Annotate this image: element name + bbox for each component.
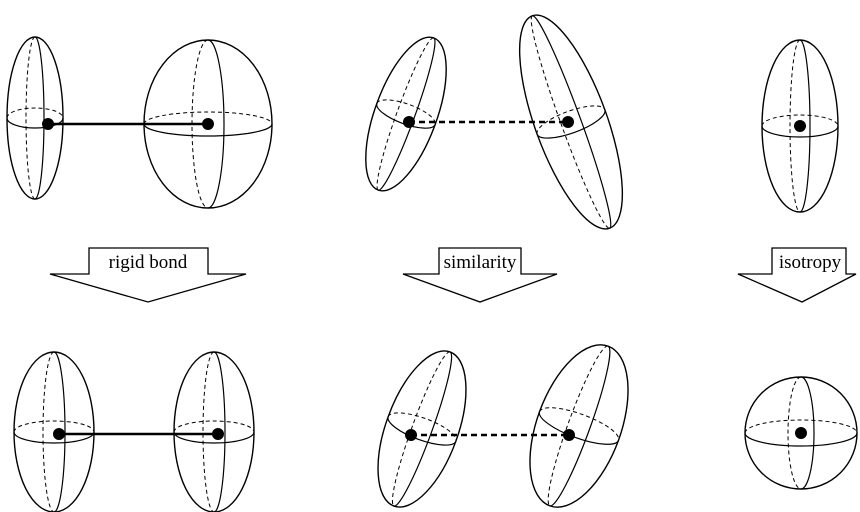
similarity-after-group xyxy=(377,344,629,508)
isotropy-label: isotropy xyxy=(779,252,842,273)
atom-4-top xyxy=(562,116,574,128)
atom-5-bottom xyxy=(795,427,807,439)
isotropy-after-group xyxy=(744,376,858,490)
isotropy-arrow: isotropy xyxy=(737,247,857,303)
ellipsoid-left-top xyxy=(6,36,64,200)
atom-2-bottom xyxy=(212,428,224,440)
similarity-label: similarity xyxy=(444,252,517,273)
ellipsoid-right-bottom xyxy=(173,351,255,512)
similarity-before-group xyxy=(365,14,624,230)
rigid-bond-before-group xyxy=(6,36,273,209)
atom-5-top xyxy=(794,120,806,132)
isotropy-before-group xyxy=(761,39,839,213)
rigid-bond-label: rigid bond xyxy=(109,252,188,273)
atom-2-top xyxy=(202,118,214,130)
sphere-isotropy-bottom xyxy=(744,376,858,490)
ellipsoid-right-tilted-top xyxy=(518,14,624,230)
rigid-bond-after-group xyxy=(13,351,255,512)
ellipsoid-right-tilted-bottom xyxy=(529,344,629,508)
ellipsoid-left-tilted-bottom xyxy=(377,350,467,508)
ellipsoid-isotropy-top xyxy=(761,39,839,213)
atom-3-top xyxy=(403,116,415,128)
atom-1-top xyxy=(42,118,54,130)
rigid-bond-arrow: rigid bond xyxy=(49,247,247,303)
atom-3-bottom xyxy=(405,429,417,441)
atom-1-bottom xyxy=(53,428,65,440)
similarity-arrow: similarity xyxy=(402,247,558,303)
atom-4-bottom xyxy=(563,429,575,441)
ellipsoid-left-tilted-top xyxy=(365,36,447,192)
ellipsoid-left-bottom xyxy=(13,351,95,512)
